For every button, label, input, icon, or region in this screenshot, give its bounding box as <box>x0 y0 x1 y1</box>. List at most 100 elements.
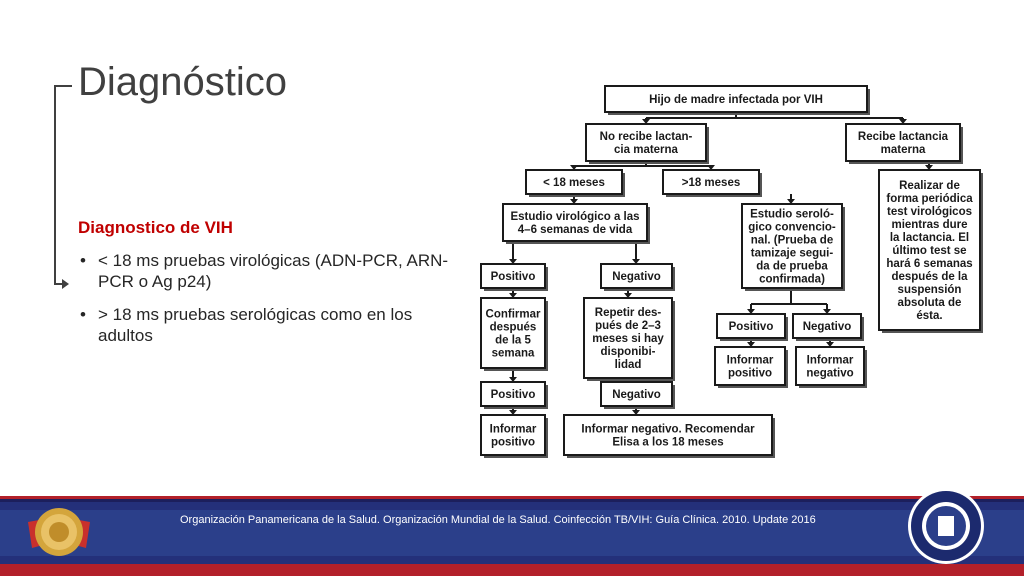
flow-box-text: Positivo <box>491 271 536 283</box>
connector-arrowhead <box>509 293 517 298</box>
flow-box-inf-pos-sero <box>714 346 786 386</box>
flow-box-text: < 18 meses <box>543 177 605 189</box>
connector-arrowhead <box>624 293 632 298</box>
flow-box-text: negativo <box>806 368 853 380</box>
flow-box-text: Estudio seroló- <box>750 209 834 221</box>
flow-box-text: cia materna <box>614 144 679 156</box>
flow-box-text: después <box>490 322 537 334</box>
bullet-text: < 18 ms pruebas virológicas (ADN-PCR, AR… <box>98 251 449 291</box>
section-subtitle: Diagnostico de VIH <box>78 218 233 237</box>
flow-box-text: Negativo <box>803 321 852 333</box>
flow-box-text: >18 meses <box>682 177 741 189</box>
title-bracket-top <box>54 85 72 87</box>
flow-box-neg1 <box>600 263 673 289</box>
footer-band <box>0 496 1024 576</box>
flow-box-root <box>604 85 868 113</box>
university-seal-icon <box>908 488 984 564</box>
flow-box-text: hará 6 semanas <box>886 258 972 270</box>
connector-arrowhead <box>925 165 933 170</box>
connector-arrowhead <box>787 199 795 204</box>
flow-box-text: da de prueba <box>756 261 828 273</box>
flow-box-text: Negativo <box>612 389 661 401</box>
flow-box-neg-sero <box>792 313 862 339</box>
flow-box-text: Informar <box>727 355 774 367</box>
flow-box-text: forma periódica <box>886 193 973 205</box>
connector-arrowhead <box>826 342 834 347</box>
connector-arrowhead <box>642 119 650 124</box>
flow-box-text: materna <box>881 144 926 156</box>
bracket-arrow-icon <box>62 279 69 289</box>
flow-box-text: de la 5 <box>495 335 531 347</box>
flow-box-text: Hijo de madre infectada por VIH <box>649 94 823 106</box>
flow-box-text: confirmada) <box>759 274 825 286</box>
flow-box-pos-sero <box>716 313 786 339</box>
flow-box-text: ésta. <box>916 310 942 322</box>
connector-arrowhead <box>632 410 640 415</box>
flow-box-text: meses si hay <box>592 333 664 345</box>
flow-box-text: positivo <box>728 368 772 380</box>
flow-box-lt18 <box>525 169 623 195</box>
flow-box-text: nal. (Prueba de <box>751 235 833 247</box>
footer-citation: Organización Panamericana de la Salud. O… <box>180 514 816 526</box>
flow-box-pos1 <box>480 263 546 289</box>
connector-arrowhead <box>509 259 517 264</box>
flow-box-lact <box>845 123 961 162</box>
flow-box-text: No recibe lactan- <box>600 131 693 143</box>
flow-box-no-lact <box>585 123 707 162</box>
flow-box-inf-pos <box>480 414 546 456</box>
flow-box-text: Realizar de <box>899 180 960 192</box>
flow-box-text: Positivo <box>729 321 774 333</box>
flow-box-text: Informar <box>490 424 537 436</box>
flow-box-text: después de la <box>891 271 968 283</box>
flow-box-sero <box>741 203 843 289</box>
flow-box-inf-neg <box>563 414 773 456</box>
flow-box-text: la lactancia. El <box>890 232 969 244</box>
connector-arrowhead <box>747 342 755 347</box>
bullet-item: • > 18 ms pruebas serológicas como en los… <box>78 304 458 346</box>
flow-box-text: Positivo <box>491 389 536 401</box>
title-bracket-bottom <box>54 283 64 285</box>
flow-box-viro <box>502 203 648 242</box>
bullet-dot-icon: • <box>80 305 86 324</box>
flow-box-inf-neg-sero <box>795 346 865 386</box>
flow-box-text: Recibe lactancia <box>858 131 949 143</box>
flow-box-repeat <box>583 297 673 379</box>
bullet-list: • < 18 ms pruebas virológicas (ADN-PCR, A… <box>78 250 458 358</box>
bullet-text: > 18 ms pruebas serológicas como en los … <box>98 305 413 345</box>
flow-box-text: Negativo <box>612 271 661 283</box>
connector-arrowhead <box>899 119 907 124</box>
flow-box-text: absoluta de <box>898 297 962 309</box>
flow-box-text: semana <box>492 348 535 360</box>
award-medal-icon <box>28 508 90 556</box>
flow-box-text: Informar <box>807 355 854 367</box>
connector-arrowhead <box>570 199 578 204</box>
page-title: Diagnóstico <box>78 60 288 104</box>
flow-box-text: tamizaje segui- <box>751 248 834 260</box>
connector-arrowhead <box>509 410 517 415</box>
flow-box-pos2 <box>480 381 546 407</box>
flow-box-text: Informar negativo. Recomendar <box>581 424 755 436</box>
flow-box-confirm <box>480 297 546 369</box>
flow-box-gt18 <box>662 169 760 195</box>
flow-box-text: Estudio virológico a las <box>510 211 639 223</box>
flow-box-text: suspensión <box>898 284 962 296</box>
connector-arrowhead <box>632 259 640 264</box>
diagnosis-flowchart: Hijo de madre infectada por VIH No recibe… <box>480 85 983 458</box>
connector-arrowhead <box>509 377 517 382</box>
connector-arrowhead <box>747 309 755 314</box>
title-bracket-vertical <box>54 85 56 285</box>
flow-box-text: Confirmar <box>486 309 541 321</box>
flow-box-neg2 <box>600 381 673 407</box>
flow-box-text: pués de 2–3 <box>595 320 661 332</box>
flow-box-text: positivo <box>491 437 535 449</box>
connector-arrowhead <box>823 309 831 314</box>
flow-box-text: lidad <box>615 359 642 371</box>
flow-box-text: mientras dure <box>891 219 967 231</box>
flow-box-lact-detail <box>878 169 981 331</box>
flow-box-text: último test se <box>892 245 966 257</box>
flow-box-text: disponibi- <box>601 346 656 358</box>
flow-box-text: gico convencio- <box>748 222 836 234</box>
flow-box-text: Repetir des- <box>595 307 662 319</box>
bullet-dot-icon: • <box>80 251 86 270</box>
flow-box-text: 4–6 semanas de vida <box>518 224 633 236</box>
